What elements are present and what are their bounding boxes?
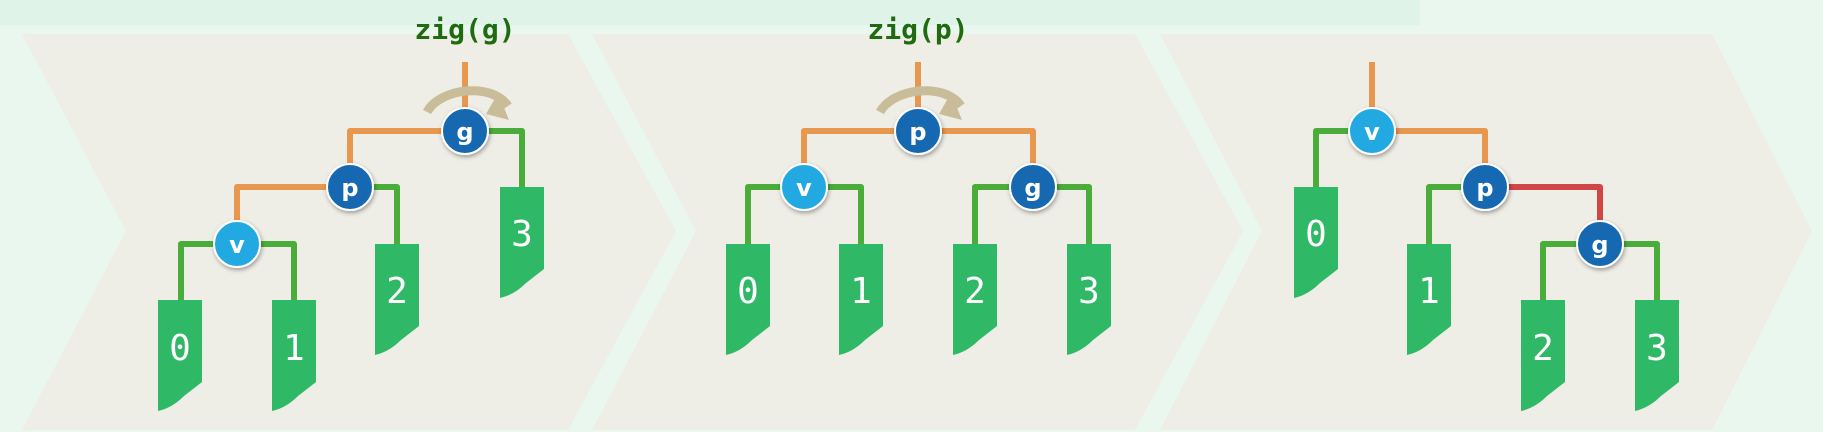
subtree-1 [272, 300, 316, 411]
subtree-1 [1407, 244, 1451, 355]
subtree-label-0: 0 [1305, 214, 1327, 255]
rotation-arrowhead-icon [939, 93, 962, 120]
rotation-arrowhead-icon [486, 93, 509, 120]
node-label-g: g [1591, 231, 1608, 259]
subtree-0 [158, 300, 202, 411]
step-2-subtrees: 0 1 2 3 [726, 244, 1111, 355]
rotation-arrow-icon [423, 86, 512, 115]
subtree-label-1: 1 [1418, 271, 1440, 312]
node-label-p: p [909, 118, 926, 146]
node-g [441, 107, 489, 155]
node-p [326, 163, 374, 211]
operation-label-2: zig(p) [867, 13, 968, 46]
subtree-label-2: 2 [964, 271, 986, 312]
subtree-label-1: 1 [283, 328, 305, 369]
subtree-label-0: 0 [737, 271, 759, 312]
subtree-0 [1294, 187, 1338, 298]
subtree-0 [726, 244, 770, 355]
node-p [1461, 163, 1509, 211]
node-v [1348, 107, 1396, 155]
node-g [1009, 163, 1057, 211]
rotation-arrow-icon [876, 86, 965, 115]
node-g [1576, 220, 1624, 268]
subtree-1 [839, 244, 883, 355]
subtree-label-2: 2 [1532, 328, 1554, 369]
subtree-label-1: 1 [850, 271, 872, 312]
step-1-subtrees: 0 1 2 3 [158, 187, 544, 411]
node-label-p: p [1476, 174, 1493, 202]
step-1-nodes: g p v [213, 107, 489, 268]
step-3-nodes: v p g [1348, 107, 1624, 268]
node-label-g: g [456, 118, 473, 146]
node-label-g: g [1024, 174, 1041, 202]
subtree-label-0: 0 [169, 328, 191, 369]
node-label-p: p [341, 174, 358, 202]
subtree-label-2: 2 [386, 271, 408, 312]
node-v [213, 220, 261, 268]
top-band [0, 0, 1420, 25]
node-label-v: v [1364, 118, 1380, 146]
subtree-label-3: 3 [1078, 271, 1100, 312]
subtree-2 [375, 244, 419, 355]
operation-label-1: zig(g) [414, 13, 515, 46]
node-label-v: v [796, 174, 812, 202]
subtree-label-3: 3 [1646, 328, 1668, 369]
subtree-2 [953, 244, 997, 355]
subtree-label-3: 3 [511, 214, 533, 255]
subtree-3 [1635, 300, 1679, 411]
step-2-nodes: p v g [780, 107, 1057, 211]
subtree-3 [500, 187, 544, 298]
node-p [894, 107, 942, 155]
subtree-3 [1067, 244, 1111, 355]
step-3-subtrees: 0 1 2 3 [1294, 187, 1679, 411]
node-label-v: v [229, 231, 245, 259]
node-v [780, 163, 828, 211]
subtree-2 [1521, 300, 1565, 411]
